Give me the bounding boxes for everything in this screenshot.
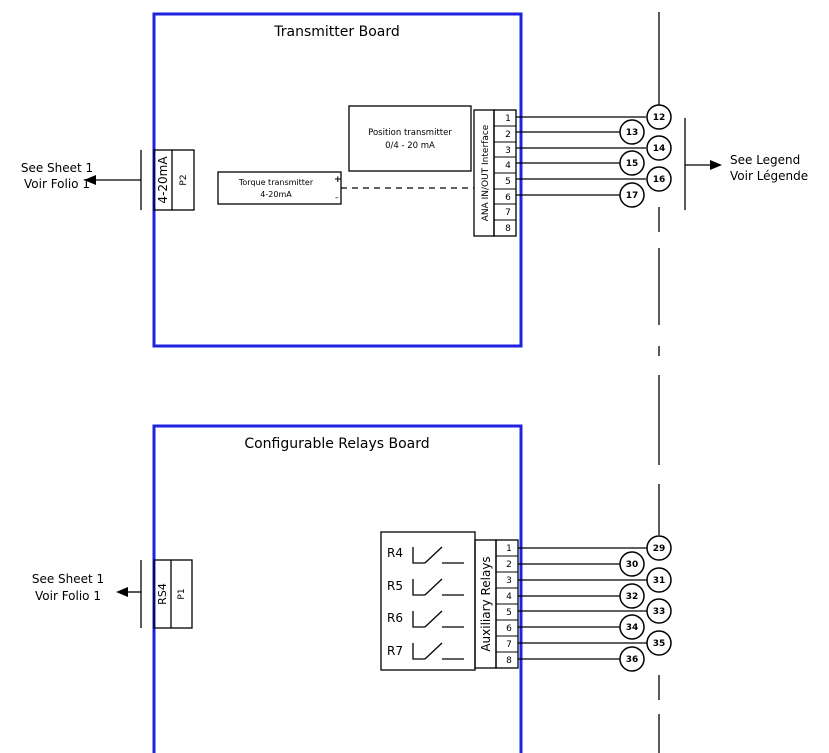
relays-markers: 29 30 31 32 33 34 35 36 — [619, 535, 672, 672]
relay-r4-label: R4 — [387, 546, 403, 560]
marker-33 — [646, 598, 672, 624]
position-transmitter-line2: 0/4 - 20 mA — [385, 141, 435, 151]
transmitter-pin-block: 1 2 3 4 5 6 7 8 — [493, 109, 517, 237]
marker-17 — [619, 182, 645, 208]
marker-16 — [646, 166, 672, 192]
marker-16-label: 16 — [653, 175, 666, 185]
marker-29 — [646, 535, 672, 561]
marker-30 — [619, 551, 645, 577]
transmitter-pin-1: 1 — [505, 114, 511, 124]
marker-14 — [646, 135, 672, 161]
marker-31-label: 31 — [653, 576, 666, 586]
torque-minus-sign: - — [335, 193, 338, 203]
torque-plus-sign: + — [334, 175, 342, 185]
marker-15 — [619, 150, 645, 176]
marker-34 — [619, 614, 645, 640]
transmitter-pin-6: 6 — [505, 193, 511, 203]
transmitter-wires — [516, 116, 646, 196]
relays-board-frame — [152, 424, 523, 753]
position-transmitter-line1: Position transmitter — [368, 128, 452, 138]
p1-connector: RS4 P1 — [153, 559, 193, 629]
relay-r4: R4 — [387, 546, 464, 564]
relays-pin-3: 3 — [506, 576, 512, 586]
transmitter-pin-7: 7 — [505, 208, 511, 218]
relays-pin-4: 4 — [506, 592, 512, 602]
left-ref2-line1: See Sheet 1 — [32, 572, 104, 586]
transmitter-pin-2: 2 — [505, 130, 511, 140]
relays-board-title: Configurable Relays Board — [244, 436, 429, 452]
right-arrow-icon — [710, 160, 722, 170]
interface-label: ANA IN/OUT Interface — [481, 124, 491, 221]
p2-connector: 4-20mA P2 — [153, 149, 195, 211]
relays-pin-5: 5 — [506, 608, 512, 618]
relay-r5-label: R5 — [387, 579, 403, 593]
torque-transmitter-line1: Torque transmitter — [238, 178, 314, 187]
transmitter-board-title: Transmitter Board — [273, 24, 399, 40]
marker-32-label: 32 — [626, 592, 639, 602]
marker-35-label: 35 — [653, 639, 666, 649]
p1-connector-label: RS4 — [156, 583, 169, 605]
transmitter-pin-4: 4 — [505, 161, 511, 171]
marker-17-label: 17 — [626, 191, 639, 201]
transmitter-pin-5: 5 — [505, 177, 511, 187]
marker-30-label: 30 — [626, 560, 639, 570]
transmitter-pin-8: 8 — [505, 224, 511, 234]
marker-31 — [646, 567, 672, 593]
position-transmitter-box — [348, 105, 472, 172]
marker-13 — [619, 119, 645, 145]
relays-pin-2: 2 — [506, 560, 512, 570]
relays-pin-1: 1 — [506, 544, 512, 554]
marker-13-label: 13 — [626, 128, 639, 138]
marker-29-label: 29 — [653, 544, 666, 554]
marker-15-label: 15 — [626, 159, 639, 169]
marker-33-label: 33 — [653, 607, 666, 617]
left-arrow-icon — [84, 175, 96, 185]
left-ref-line1: See Sheet 1 — [21, 161, 93, 175]
left-arrow-icon-2 — [116, 587, 128, 597]
relay-r7: R7 — [387, 642, 464, 660]
left-ref2-line2: Voir Folio 1 — [35, 589, 101, 603]
transmitter-markers: 12 13 14 15 16 17 — [619, 104, 672, 208]
relay-r5: R5 — [387, 578, 464, 596]
marker-34-label: 34 — [626, 623, 639, 633]
right-ref-line1: See Legend — [730, 153, 800, 167]
relays-pin-7: 7 — [506, 640, 512, 650]
marker-12-label: 12 — [653, 113, 666, 123]
relays-wires — [518, 547, 647, 660]
p2-connector-label: 4-20mA — [156, 156, 170, 204]
left-ref-line2: Voir Folio 1 — [24, 177, 90, 191]
right-ref-line2: Voir Légende — [730, 169, 808, 183]
relays-pin-block: 1 2 3 4 5 6 7 8 — [495, 539, 519, 669]
transmitter-pin-3: 3 — [505, 146, 511, 156]
torque-transmitter-line2: 4-20mA — [260, 190, 292, 199]
marker-35 — [646, 630, 672, 656]
relay-r6-label: R6 — [387, 611, 403, 625]
marker-32 — [619, 583, 645, 609]
relays-pin-6: 6 — [506, 624, 512, 634]
p1-connector-id: P1 — [177, 588, 187, 599]
torque-transmitter-box — [217, 171, 342, 205]
p2-connector-id: P2 — [179, 174, 189, 185]
relay-r7-label: R7 — [387, 644, 403, 658]
relays-pin-8: 8 — [506, 656, 512, 666]
marker-36 — [619, 646, 645, 672]
marker-36-label: 36 — [626, 655, 639, 665]
relay-r6: R6 — [387, 610, 464, 628]
marker-14-label: 14 — [653, 144, 666, 154]
aux-relays-label: Auxiliary Relays — [479, 556, 493, 651]
